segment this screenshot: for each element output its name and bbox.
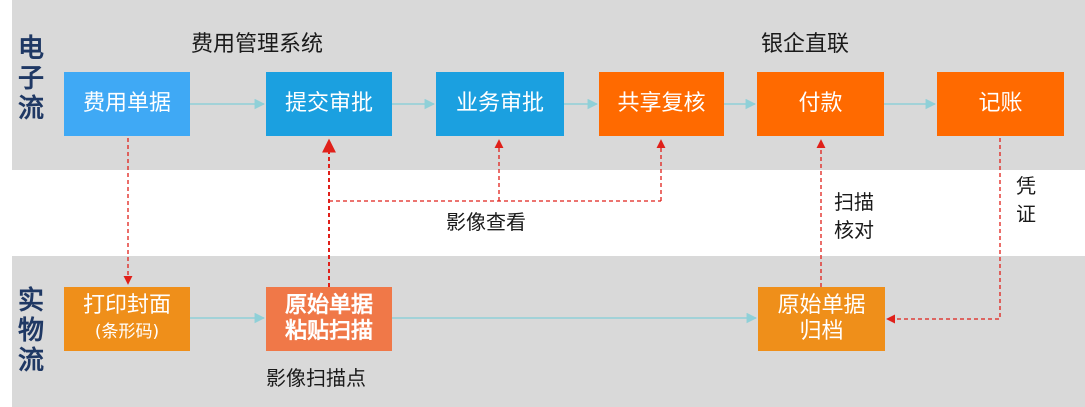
- archive-label-line1: 原始单据: [777, 293, 866, 318]
- physical-flow-lane-text: 实物流: [17, 286, 44, 376]
- scan-point-annotation: 影像扫描点: [266, 366, 366, 390]
- electronic-flow-lane-text: 电子流: [17, 34, 44, 124]
- shared-review-box[interactable]: 共享复核: [599, 72, 724, 136]
- expense-document-label: 费用单据: [82, 91, 171, 116]
- scan-check-annotation: 扫描 核对: [834, 190, 874, 242]
- voucher-annotation: 凭 证: [1016, 174, 1036, 226]
- physical-flow-band: [12, 256, 1085, 407]
- payment-label: 付款: [798, 91, 843, 116]
- image-view-annotation: 影像查看: [446, 210, 526, 234]
- business-approval-label: 业务审批: [455, 91, 544, 116]
- submit-approval-label: 提交审批: [284, 91, 373, 116]
- paste-scan-label-line1: 原始单据: [284, 293, 373, 318]
- submit-approval-box[interactable]: 提交审批: [266, 72, 392, 136]
- paste-scan-label-line2: 粘贴扫描: [284, 319, 373, 344]
- print-cover-box[interactable]: 打印封面 (条形码): [64, 287, 190, 351]
- expense-document-box[interactable]: 费用单据: [64, 72, 190, 136]
- barcode-label: (条形码): [94, 322, 160, 342]
- paste-scan-box[interactable]: 原始单据 粘贴扫描: [266, 287, 392, 351]
- dashed-booking-to-archive: [886, 138, 1001, 324]
- bookkeeping-box[interactable]: 记账: [937, 72, 1064, 136]
- print-cover-label: 打印封面: [82, 293, 171, 318]
- bank-link-title: 银企直联: [761, 32, 850, 57]
- bookkeeping-label: 记账: [978, 91, 1023, 116]
- shared-review-label: 共享复核: [617, 91, 706, 116]
- archive-box[interactable]: 原始单据 归档: [758, 287, 885, 351]
- physical-flow-lane-label: 实物流: [14, 286, 48, 376]
- expense-system-title: 费用管理系统: [191, 32, 324, 57]
- archive-label-line2: 归档: [799, 319, 844, 344]
- payment-box[interactable]: 付款: [757, 72, 884, 136]
- electronic-flow-lane-label: 电子流: [14, 34, 48, 124]
- business-approval-box[interactable]: 业务审批: [436, 72, 564, 136]
